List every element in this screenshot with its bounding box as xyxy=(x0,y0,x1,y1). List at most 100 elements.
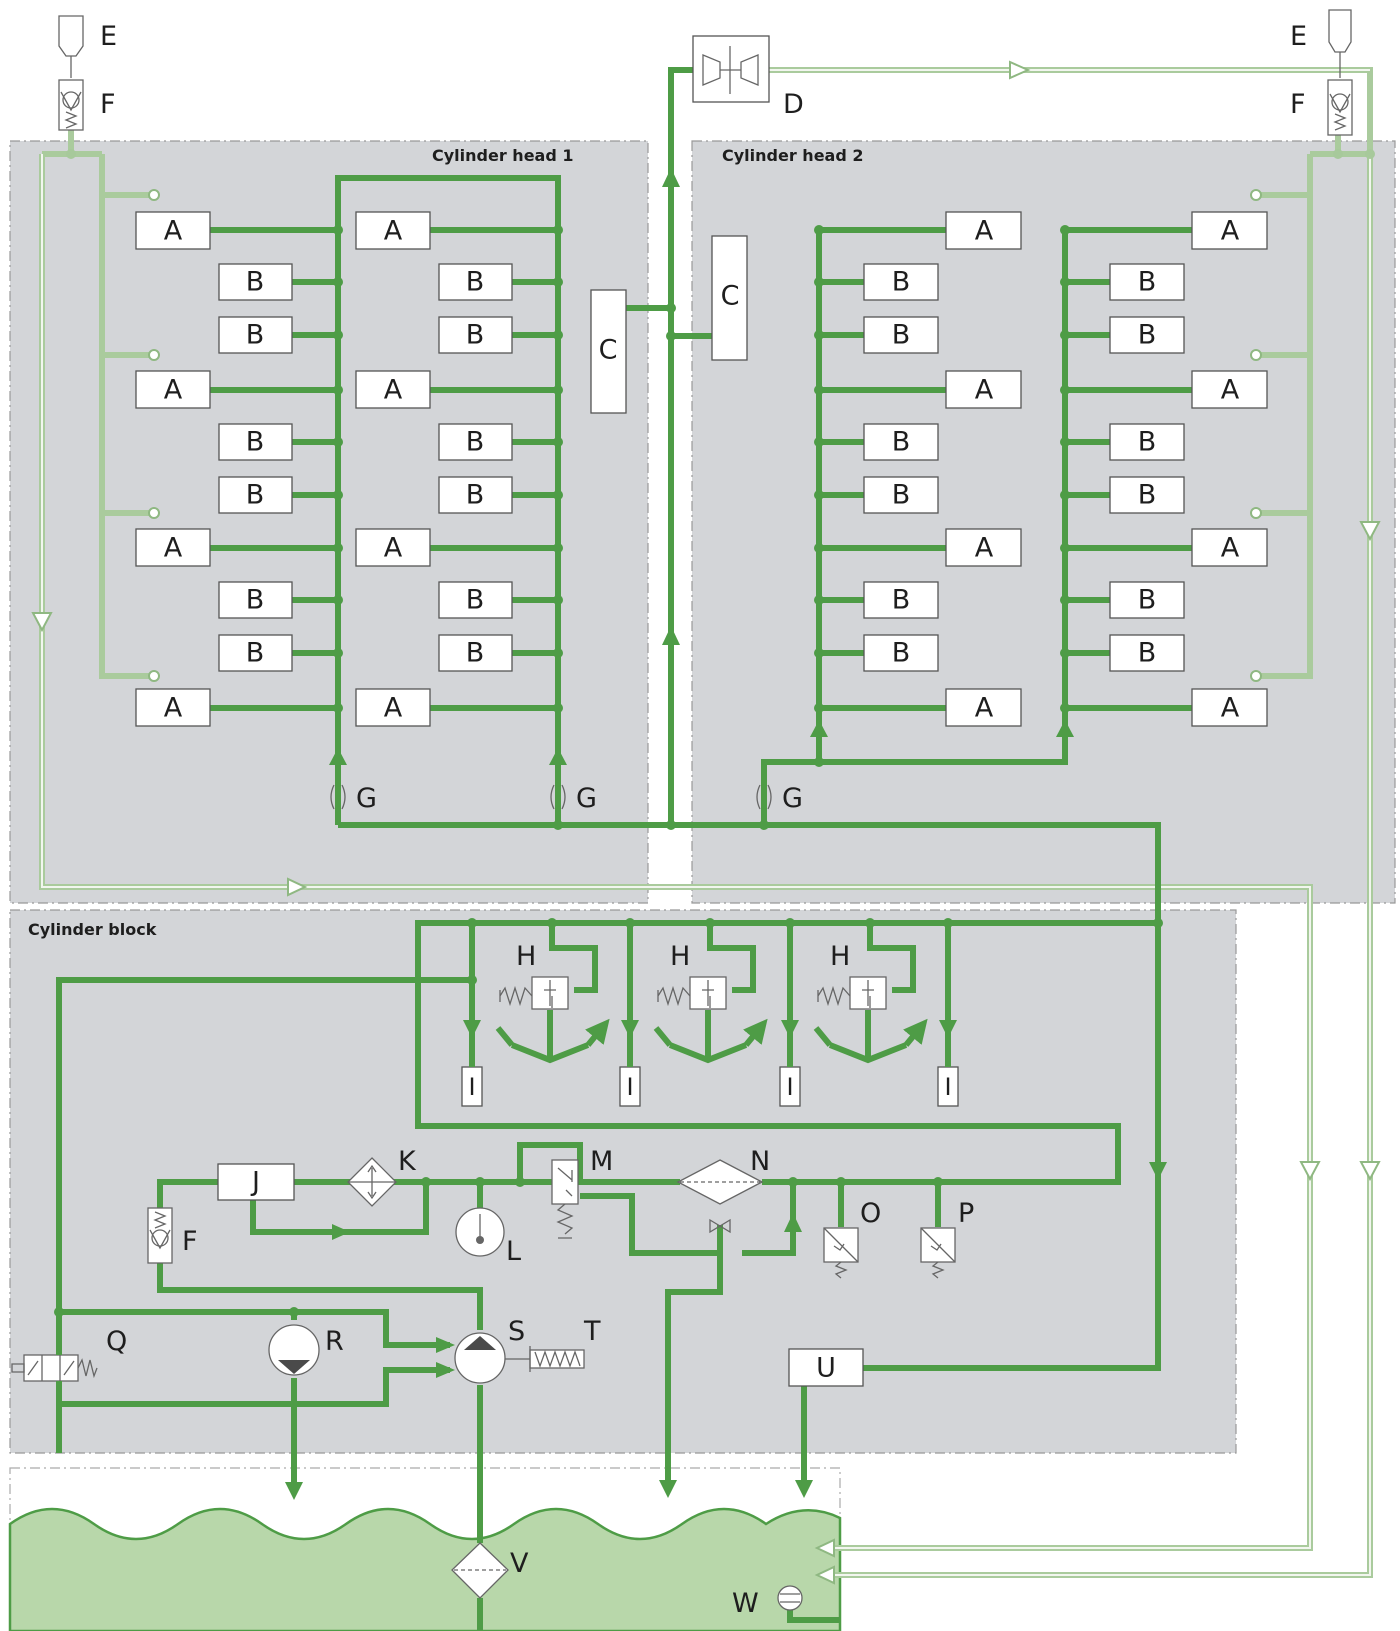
zone-label-cylinder-head-2: Cylinder head 2 xyxy=(722,146,864,165)
svg-text:B: B xyxy=(246,320,265,351)
label-K: K xyxy=(398,1146,417,1177)
svg-text:A: A xyxy=(975,693,994,724)
svg-text:B: B xyxy=(892,320,911,351)
piston-spray-valve-h-icon xyxy=(495,976,920,1064)
piston-cooling-i-boxes: I I I I xyxy=(461,1053,959,1107)
label-W: W xyxy=(732,1588,759,1619)
svg-text:B: B xyxy=(466,585,485,616)
svg-text:B: B xyxy=(466,480,485,511)
svg-text:B: B xyxy=(246,427,265,458)
label-V: V xyxy=(510,1548,529,1579)
svg-text:B: B xyxy=(1138,480,1157,511)
zone-cylinder-head-1 xyxy=(9,140,649,904)
svg-text:I: I xyxy=(468,1073,475,1101)
zone-cylinder-head-2 xyxy=(691,140,1396,904)
oil-cooler-j: J xyxy=(217,1163,295,1201)
svg-text:B: B xyxy=(892,585,911,616)
oil-pump-s-icon xyxy=(454,1332,506,1384)
label-O: O xyxy=(860,1198,881,1229)
cylinder-head-2-boxes: A B B A B B A B B A A B B A B B A B B A xyxy=(863,211,1268,727)
svg-text:B: B xyxy=(466,638,485,669)
svg-text:B: B xyxy=(246,267,265,298)
label-H-2: H xyxy=(670,941,690,972)
label-T: T xyxy=(583,1316,601,1347)
svg-text:A: A xyxy=(164,375,183,406)
low-pressure-lines xyxy=(31,60,1381,1585)
label-G-2: G xyxy=(576,783,597,814)
svg-text:A: A xyxy=(384,693,403,724)
label-F-right: F xyxy=(1290,89,1306,120)
label-H-1: H xyxy=(516,941,536,972)
label-E-left: E xyxy=(100,21,117,52)
svg-text:B: B xyxy=(466,267,485,298)
svg-text:B: B xyxy=(892,427,911,458)
pressure-relief-valve-m-icon xyxy=(551,1159,579,1239)
restrictor-g-icon xyxy=(330,784,772,810)
turbocharger-icon xyxy=(692,35,770,103)
svg-text:U: U xyxy=(816,1353,836,1384)
svg-text:B: B xyxy=(892,267,911,298)
svg-text:A: A xyxy=(975,216,994,247)
svg-text:I: I xyxy=(626,1073,633,1101)
label-Q: Q xyxy=(106,1326,127,1357)
check-valve-f-block-icon xyxy=(147,1207,173,1264)
label-P: P xyxy=(958,1198,974,1229)
svg-text:A: A xyxy=(384,533,403,564)
control-valve-q-icon xyxy=(11,1312,98,1404)
zone-label-cylinder-block: Cylinder block xyxy=(28,920,157,939)
svg-text:B: B xyxy=(1138,320,1157,351)
svg-text:A: A xyxy=(1221,375,1240,406)
svg-text:B: B xyxy=(892,480,911,511)
svg-text:A: A xyxy=(384,375,403,406)
component-u: U xyxy=(788,1348,864,1387)
pump-actuator-t-icon xyxy=(505,1346,585,1372)
svg-text:B: B xyxy=(246,480,265,511)
turbo-bearing-c-boxes: C C xyxy=(590,235,748,414)
svg-text:A: A xyxy=(164,533,183,564)
flow-arrows xyxy=(285,168,1167,1500)
svg-text:B: B xyxy=(466,320,485,351)
sump-oil xyxy=(8,1507,842,1631)
label-N: N xyxy=(750,1146,770,1177)
pressure-gauge-l-icon xyxy=(455,1207,505,1257)
label-G-1: G xyxy=(356,783,377,814)
label-H-3: H xyxy=(830,941,850,972)
label-F-left: F xyxy=(100,89,116,120)
svg-text:C: C xyxy=(599,335,618,366)
svg-text:A: A xyxy=(164,216,183,247)
svg-text:A: A xyxy=(1221,216,1240,247)
svg-text:B: B xyxy=(246,585,265,616)
svg-text:B: B xyxy=(1138,638,1157,669)
oil-strainer-v-icon xyxy=(451,1542,509,1599)
component-labels: E F E F D G G G H H H K L M N O P F Q R … xyxy=(100,21,1307,1619)
cylinder-head-1-boxes: A B B A B B A B B A A B B A B B A B B A xyxy=(135,211,513,727)
label-D: D xyxy=(783,89,804,120)
svg-text:I: I xyxy=(786,1073,793,1101)
svg-text:B: B xyxy=(1138,585,1157,616)
label-E-right: E xyxy=(1290,21,1307,52)
label-R: R xyxy=(325,1326,344,1357)
svg-text:A: A xyxy=(384,216,403,247)
label-M: M xyxy=(590,1146,613,1177)
svg-text:A: A xyxy=(975,375,994,406)
zone-label-cylinder-head-1: Cylinder head 1 xyxy=(432,146,574,165)
svg-text:B: B xyxy=(892,638,911,669)
svg-text:A: A xyxy=(975,533,994,564)
svg-text:J: J xyxy=(250,1167,260,1198)
label-F-block: F xyxy=(182,1226,198,1257)
scavenge-pump-r-icon xyxy=(268,1324,320,1376)
svg-text:B: B xyxy=(1138,427,1157,458)
svg-text:I: I xyxy=(944,1073,951,1101)
svg-text:A: A xyxy=(164,693,183,724)
cooler-bypass-k-icon xyxy=(347,1157,397,1207)
label-S: S xyxy=(508,1316,525,1347)
oil-level-sensor-w-icon xyxy=(777,1585,803,1611)
check-valve-f-icon xyxy=(58,79,1353,136)
label-L: L xyxy=(506,1236,521,1267)
oil-filter-n-icon xyxy=(676,1159,764,1234)
svg-text:B: B xyxy=(466,427,485,458)
pressure-switch-o-p-icon xyxy=(823,1227,956,1279)
svg-text:B: B xyxy=(1138,267,1157,298)
svg-text:C: C xyxy=(721,281,740,312)
